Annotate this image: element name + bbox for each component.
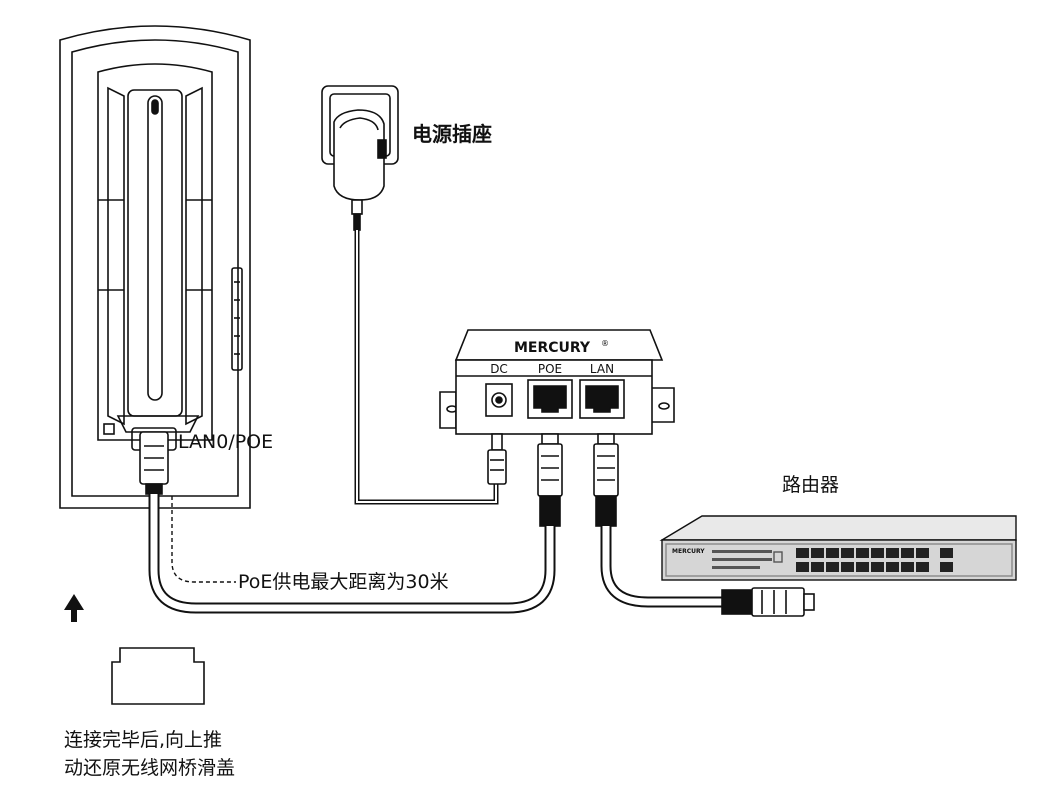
router (659, 515, 1017, 581)
power-socket-label: 电源插座 (412, 122, 492, 146)
injector-brand: MERCURY (514, 340, 591, 356)
power-socket (321, 85, 399, 231)
rj45-plug-poe (537, 433, 563, 527)
wireless-bridge (59, 25, 251, 509)
note-line-1: 连接完毕后,向上推 (64, 729, 223, 751)
distance-dashed-line (171, 496, 236, 583)
up-arrow-icon (64, 594, 84, 622)
reassembly-note: 连接完毕后,向上推 动还原无线网桥滑盖 (64, 726, 235, 782)
slide-cover (111, 647, 205, 705)
port-label-dc: DC (490, 362, 508, 376)
port-label-lan: LAN (590, 362, 614, 376)
router-brand: MERCURY (672, 548, 705, 555)
lan0-poe-port-label: LAN0/POE (178, 431, 274, 453)
poe-injector (439, 329, 675, 485)
router-label: 路由器 (782, 474, 840, 496)
injector-brand-mark: ® (601, 339, 609, 348)
note-line-2: 动还原无线网桥滑盖 (64, 757, 236, 779)
poe-distance-label: PoE供电最大距离为30米 (238, 571, 449, 593)
rj45-plug-router (721, 587, 815, 617)
rj45-plug-lan (593, 433, 619, 527)
port-label-poe: POE (538, 362, 562, 376)
